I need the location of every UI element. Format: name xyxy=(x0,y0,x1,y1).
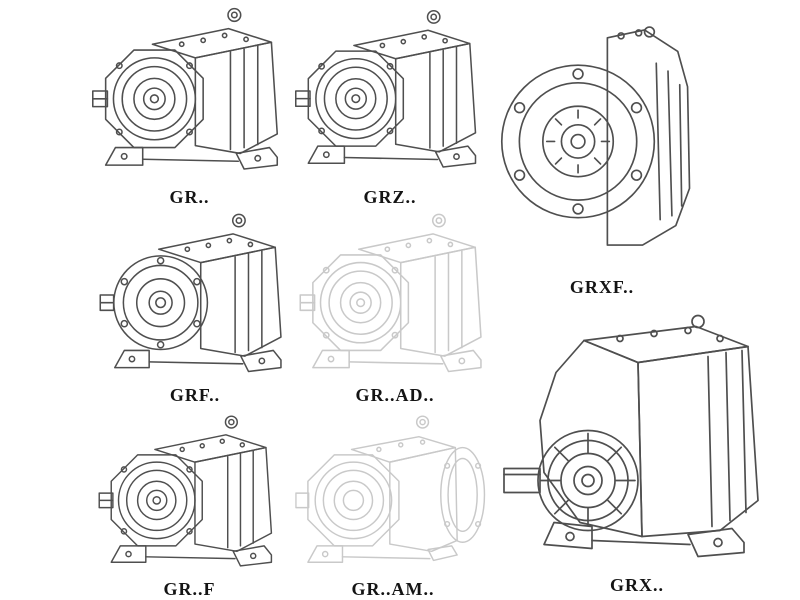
figure-gr-f: GR..F xyxy=(92,412,287,600)
figure-grxf: GRXF.. xyxy=(492,0,712,298)
gearbox-drawing-gr-f xyxy=(98,415,273,567)
figure-gr: GR.. xyxy=(92,0,287,208)
gearbox-drawing-gr xyxy=(92,7,279,170)
figure-gr-ad: GR..AD.. xyxy=(295,210,495,406)
gearbox-label-gr-am: GR..AM.. xyxy=(351,579,435,599)
gearbox-drawing-grz xyxy=(295,10,477,168)
figure-gr-am: GR..AM.. xyxy=(293,412,493,600)
gearbox-drawing-gr-ad xyxy=(299,213,482,373)
gearbox-label-grz: GRZ.. xyxy=(363,187,417,207)
gearbox-drawing-grf xyxy=(99,213,282,373)
gearbox-label-grxf: GRXF.. xyxy=(569,277,635,297)
gearbox-label-gr: GR.. xyxy=(169,187,210,207)
figure-grf: GRF.. xyxy=(95,210,295,406)
gearbox-drawing-gr-am xyxy=(295,415,486,563)
gearbox-drawing-grxf xyxy=(500,26,691,246)
gearbox-label-gr-f: GR..F xyxy=(163,579,216,599)
gearbox-label-grf: GRF.. xyxy=(169,385,221,405)
gearbox-drawing-grx xyxy=(503,314,759,558)
figure-grz: GRZ.. xyxy=(295,0,485,208)
gearbox-label-grx: GRX.. xyxy=(610,575,664,595)
gearbox-label-gr-ad: GR..AD.. xyxy=(355,385,435,405)
figure-grx: GRX.. xyxy=(492,302,782,596)
